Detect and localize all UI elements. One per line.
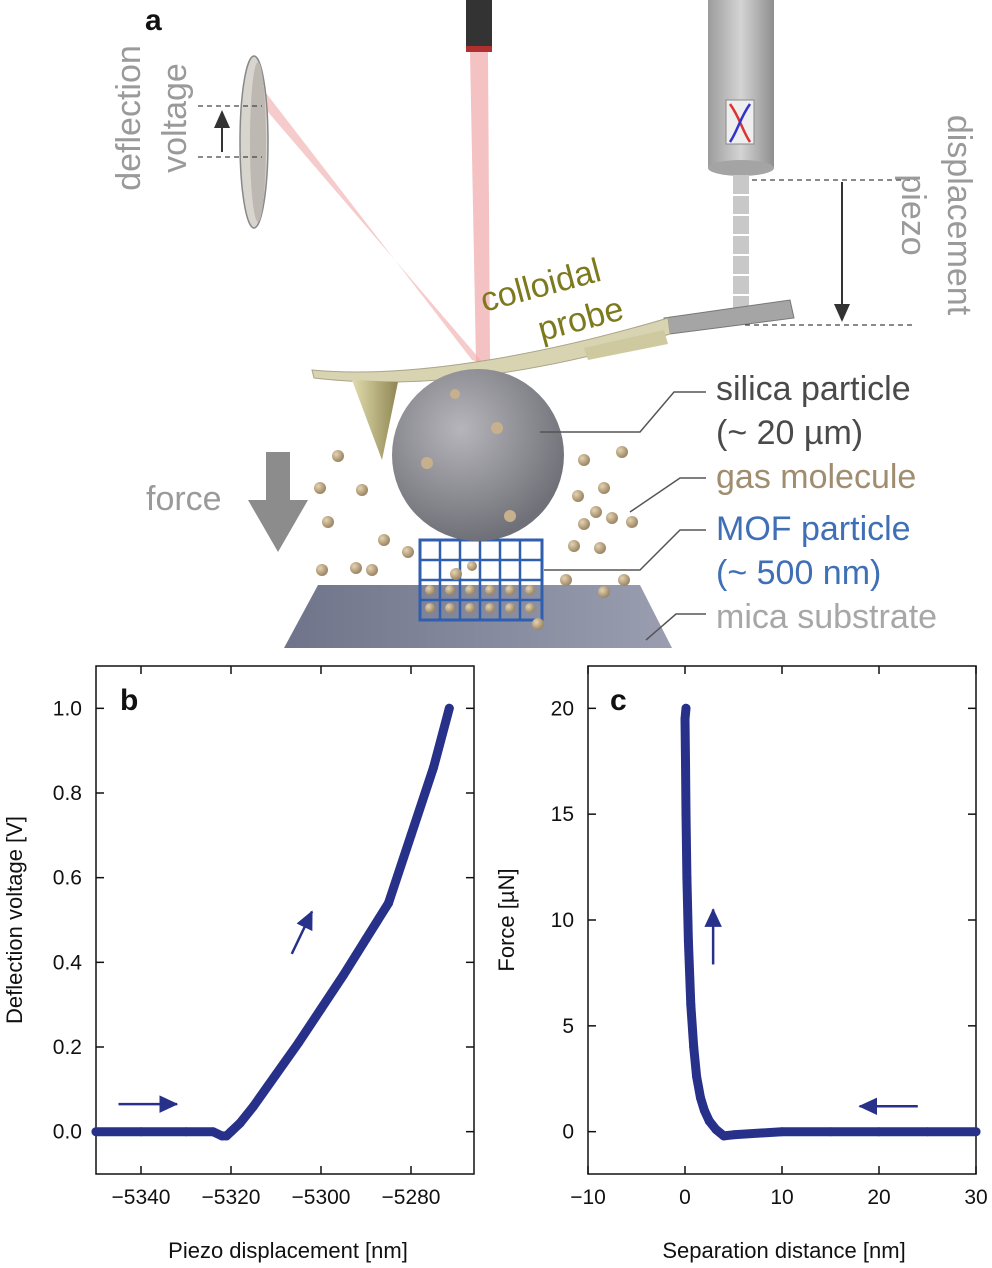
mica-label: mica substrate [716,598,937,636]
data-point-c [719,1131,729,1141]
data-point-b [384,898,393,908]
mof-label-line1: MOF particle [716,510,911,548]
data-point-b [316,1004,326,1014]
data-point-b [235,1118,245,1128]
gas-label: gas molecule [716,458,916,496]
y-tick-label-b: 0.4 [53,951,83,974]
data-point-b [444,703,454,713]
incident-laser-beam [470,52,490,362]
x-tick-label-b: −5320 [202,1186,261,1209]
data-point-c [923,1127,932,1137]
silica-label-line2: (~ 20 µm) [716,414,863,452]
piezo-label-line2: displacement [940,115,978,316]
y-axis-title-b: Deflection voltage [V] [2,816,27,1024]
data-point-c [696,1093,705,1103]
data-point-b [249,1101,258,1111]
deflection-label-line1: deflection [110,45,148,191]
deflection-label-line2: voltage [156,63,194,173]
x-tick-label-b: −5340 [112,1186,171,1209]
force-label: force [146,480,222,518]
data-point-c [692,1072,702,1082]
y-tick-label-c: 15 [551,803,574,826]
x-tick-label-b: −5280 [382,1186,441,1209]
data-point-b [181,1127,191,1137]
y-tick-label-c: 10 [551,909,574,932]
data-point-b [271,1070,281,1079]
data-point-c [686,1000,696,1010]
data-point-b [136,1127,146,1137]
direction-arrow-icon [290,910,314,955]
data-point-c [682,873,692,883]
laser-source-icon [466,0,492,52]
data-point-c [971,1127,981,1137]
data-point-c [777,1127,787,1137]
schematic-panel: a deflection voltage [110,0,978,648]
piezo-label-line1: piezo [894,174,932,255]
data-point-b [208,1127,218,1137]
force-arrow-icon [248,452,308,552]
data-point-c [689,1042,699,1052]
reflected-laser-beam [256,80,484,364]
y-tick-label-c: 0 [562,1121,574,1144]
y-tick-label-c: 5 [562,1015,574,1038]
panel-label-a: a [145,4,162,37]
x-tick-label-c: 10 [770,1186,793,1209]
x-tick-label-c: 0 [679,1186,691,1209]
data-series-c [680,703,981,1141]
data-point-c [681,809,691,819]
data-point-b [361,934,371,944]
data-point-c [826,1127,835,1137]
cantilever-tip-icon [352,380,398,460]
x-axis-title-c: Separation distance [nm] [662,1238,905,1263]
y-tick-label-b: 0.8 [53,782,82,805]
piezo-stack-icon [733,175,749,315]
data-line-c [680,703,981,1141]
data-point-c [704,1116,714,1126]
y-tick-label-c: 20 [551,697,574,720]
data-point-c [681,756,690,766]
data-point-c [681,703,691,713]
data-point-c [874,1127,884,1137]
data-point-c [729,1130,738,1140]
x-tick-label-b: −5300 [292,1186,351,1209]
data-point-b [429,763,438,773]
mof-particle-icon [418,538,544,622]
data-point-b [406,830,416,840]
data-point-c [680,714,690,724]
data-point-b [226,1127,236,1137]
chart-panel-c: −10 0 10 20 30 0 5 10 15 20 c Separation distance… [494,665,988,1263]
y-tick-label-b: 0.2 [53,1036,82,1059]
data-point-b [294,1038,303,1048]
silica-label-line1: silica particle [716,370,911,408]
data-series-b [91,703,454,1141]
plot-frame-b [95,665,475,1175]
gas-molecules [314,446,638,630]
data-point-b [91,1127,101,1137]
data-point-c [699,1106,709,1115]
chart-panel-b: −5340 −5320 −5300 −5280 0.0 0.2 0.4 0.6 0.8 1.0 b… [2,665,475,1263]
panel-label-b: b [120,684,138,717]
y-tick-label-b: 0.0 [53,1121,82,1144]
data-point-c [683,936,693,946]
x-axis-title-b: Piezo displacement [nm] [168,1238,408,1263]
x-tick-label-c: −10 [570,1186,606,1209]
x-tick-label-c: 30 [964,1186,987,1209]
plot-frame-c [587,665,977,1175]
mof-label-line2: (~ 500 nm) [716,554,881,592]
x-tick-label-c: 20 [867,1186,890,1209]
y-tick-label-b: 1.0 [53,697,82,720]
data-point-c [711,1125,721,1134]
mica-substrate-icon [284,585,672,648]
y-tick-label-b: 0.6 [53,867,82,890]
data-point-b [339,970,348,980]
panel-label-c: c [610,684,627,717]
y-axis-title-c: Force [µN] [494,868,519,971]
silica-particle-icon [392,369,564,541]
